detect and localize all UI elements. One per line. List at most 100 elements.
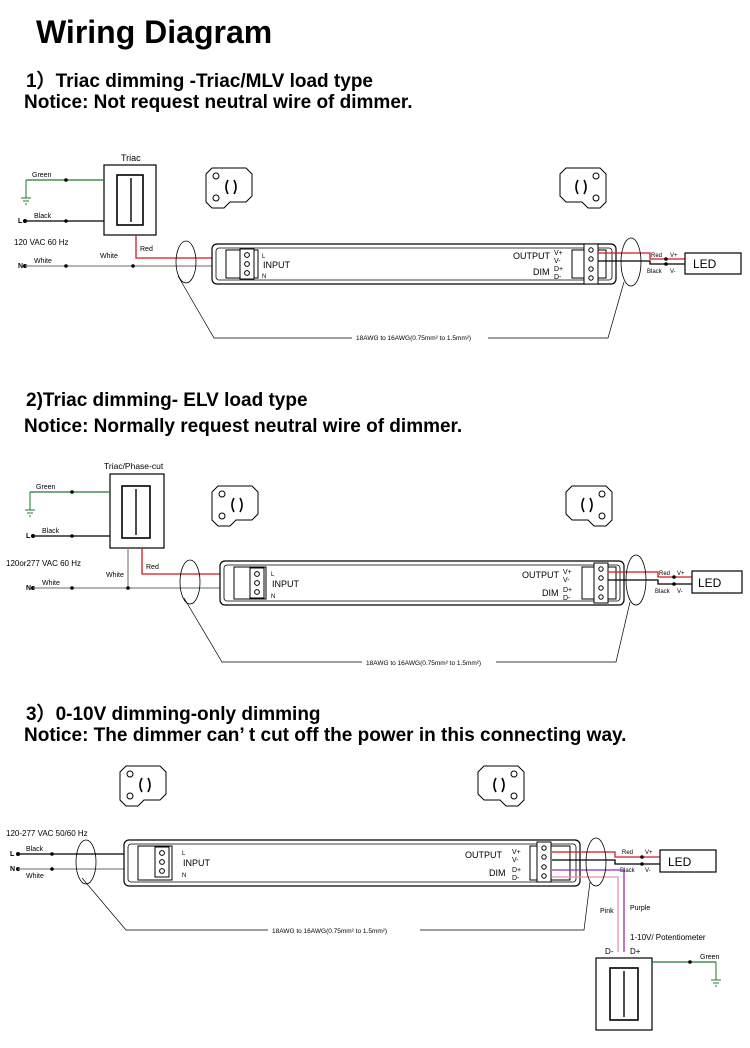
purple-wire-label: Purple — [630, 905, 650, 912]
dimmer-label: Triac — [121, 153, 141, 163]
output-vminus-wire-label-3: V- — [645, 868, 651, 874]
line-terminal-label: L — [18, 218, 23, 225]
mounting-bracket-left — [205, 167, 253, 209]
output-red-label-2: Red — [659, 571, 670, 577]
input-n-label: N — [262, 274, 266, 280]
mounting-bracket-left-2 — [211, 485, 259, 527]
input-label-2: INPUT — [272, 579, 300, 589]
black-wire-label-3: Black — [26, 846, 44, 853]
dim-dminus-label-3: D- — [512, 875, 520, 882]
supply-voltage-label-3: 120-277 VAC 50/60 Hz — [6, 829, 88, 838]
line-terminal-label-3: L — [10, 851, 15, 858]
pink-wire — [552, 876, 619, 952]
black-wire-label-2: Black — [42, 528, 60, 535]
led-label: LED — [693, 257, 717, 271]
output-red-label: Red — [651, 253, 662, 259]
potentiometer-label: 1-10V/ Potentiometer — [630, 933, 706, 942]
section-3-diagram: 120-277 VAC 50/60 Hz L Black N White L I… — [6, 765, 722, 1031]
black-wire-label: Black — [34, 213, 52, 220]
red-wire-2 — [141, 548, 232, 575]
output-vplus-wire-label: V+ — [670, 253, 678, 259]
output-vminus-label-2: V- — [563, 577, 570, 584]
wire-gauge-ellipse-input — [175, 240, 197, 284]
output-vplus-label-3: V+ — [512, 849, 521, 856]
input-label-3: INPUT — [183, 858, 211, 868]
mounting-bracket-right-2 — [565, 485, 613, 527]
output-label: OUTPUT — [513, 251, 551, 261]
neutral-terminal-label-3: N — [10, 866, 15, 873]
ground-icon-2 — [24, 501, 36, 517]
dim-dplus-label-3: D+ — [512, 867, 521, 874]
input-l-label-2: L — [271, 572, 275, 578]
wire-gauge-label-3: 18AWG to 16AWG(0.75mm² to 1.5mm²) — [272, 928, 387, 935]
output-vminus-label-3: V- — [512, 857, 519, 864]
led-driver-2 — [219, 560, 625, 606]
wire-gauge-ellipse-output-2 — [625, 554, 647, 606]
green-wire-label: Green — [32, 172, 52, 179]
line-terminal-label-2: L — [26, 533, 31, 540]
ground-icon — [20, 189, 32, 205]
section-1-diagram: Triac Green L Black 120 VAC 60 Hz N Whit… — [14, 153, 742, 342]
supply-voltage-label-2: 120or277 VAC 60 Hz — [6, 559, 81, 568]
output-black-wire-3 — [552, 859, 660, 865]
led-box-2 — [691, 570, 743, 594]
output-label-2: OUTPUT — [522, 570, 560, 580]
led-box-3 — [659, 849, 717, 873]
output-black-label-3: Black — [620, 868, 636, 874]
output-black-label: Black — [647, 269, 663, 275]
potentiometer-dimmer — [595, 957, 653, 1031]
dimmer-label-2: Triac/Phase-cut — [104, 461, 164, 471]
output-vminus-wire-label: V- — [670, 269, 676, 275]
white-wire-label-2b: White — [106, 572, 124, 579]
section-2-diagram: Triac/Phase-cut Green L Black 120or277 V… — [6, 461, 743, 667]
dim-label-3: DIM — [489, 868, 506, 878]
input-n-label-2: N — [271, 594, 275, 600]
section-1-notice: Notice: Not request neutral wire of dimm… — [24, 92, 413, 113]
led-label-3: LED — [668, 855, 692, 869]
led-label-2: LED — [698, 576, 722, 590]
neutral-terminal-label: N — [18, 263, 23, 270]
green-wire-label-2: Green — [36, 484, 56, 491]
section-2-heading: 2)Triac dimming- ELV load type — [26, 390, 308, 411]
wire-gauge-label-2: 18AWG to 16AWG(0.75mm² to 1.5mm²) — [366, 660, 481, 667]
output-red-label-3: Red — [622, 850, 633, 856]
output-vplus-label-2: V+ — [563, 569, 572, 576]
ground-icon-3 — [710, 971, 722, 987]
purple-wire — [552, 869, 625, 952]
wire-gauge-ellipse-output — [620, 237, 642, 287]
output-vplus-label: V+ — [554, 250, 563, 257]
neutral-terminal-label-2: N — [26, 585, 31, 592]
led-driver — [211, 243, 617, 285]
section-1-heading: 1）Triac dimming -Triac/MLV load type — [26, 71, 374, 92]
mounting-bracket-right — [559, 167, 607, 209]
output-vminus-label: V- — [554, 258, 561, 265]
output-label-3: OUTPUT — [465, 850, 503, 860]
pink-wire-label: Pink — [600, 908, 614, 915]
phase-cut-dimmer — [109, 473, 165, 549]
green-wire-label-3: Green — [700, 954, 720, 961]
dim-dminus-label: D- — [554, 274, 562, 281]
output-vplus-wire-label-3: V+ — [645, 850, 653, 856]
wire-gauge-ellipse-input-2 — [179, 559, 201, 605]
supply-voltage-label: 120 VAC 60 Hz — [14, 238, 69, 247]
mounting-bracket-left-3 — [119, 765, 167, 807]
section-3-heading: 3）0-10V dimming-only dimming — [26, 704, 321, 725]
pot-dminus-label: D- — [605, 947, 614, 956]
input-n-label-3: N — [182, 873, 186, 879]
dim-dplus-label: D+ — [554, 266, 563, 273]
red-wire-label: Red — [140, 246, 153, 253]
page-title: Wiring Diagram — [36, 14, 273, 50]
triac-dimmer — [103, 164, 157, 236]
output-vplus-wire-label-2: V+ — [677, 571, 685, 577]
input-label: INPUT — [263, 260, 291, 270]
dim-dplus-label-2: D+ — [563, 587, 572, 594]
wire-gauge-ellipse-output-3 — [585, 837, 607, 887]
white-wire-label: White — [34, 258, 52, 265]
section-2-notice: Notice: Normally request neutral wire of… — [24, 416, 463, 437]
output-red-wire-3 — [552, 851, 660, 858]
white-wire-label-3: White — [26, 873, 44, 880]
wire-gauge-label: 18AWG to 16AWG(0.75mm² to 1.5mm²) — [356, 335, 471, 342]
dim-label-2: DIM — [542, 588, 559, 598]
input-l-label-3: L — [182, 851, 186, 857]
